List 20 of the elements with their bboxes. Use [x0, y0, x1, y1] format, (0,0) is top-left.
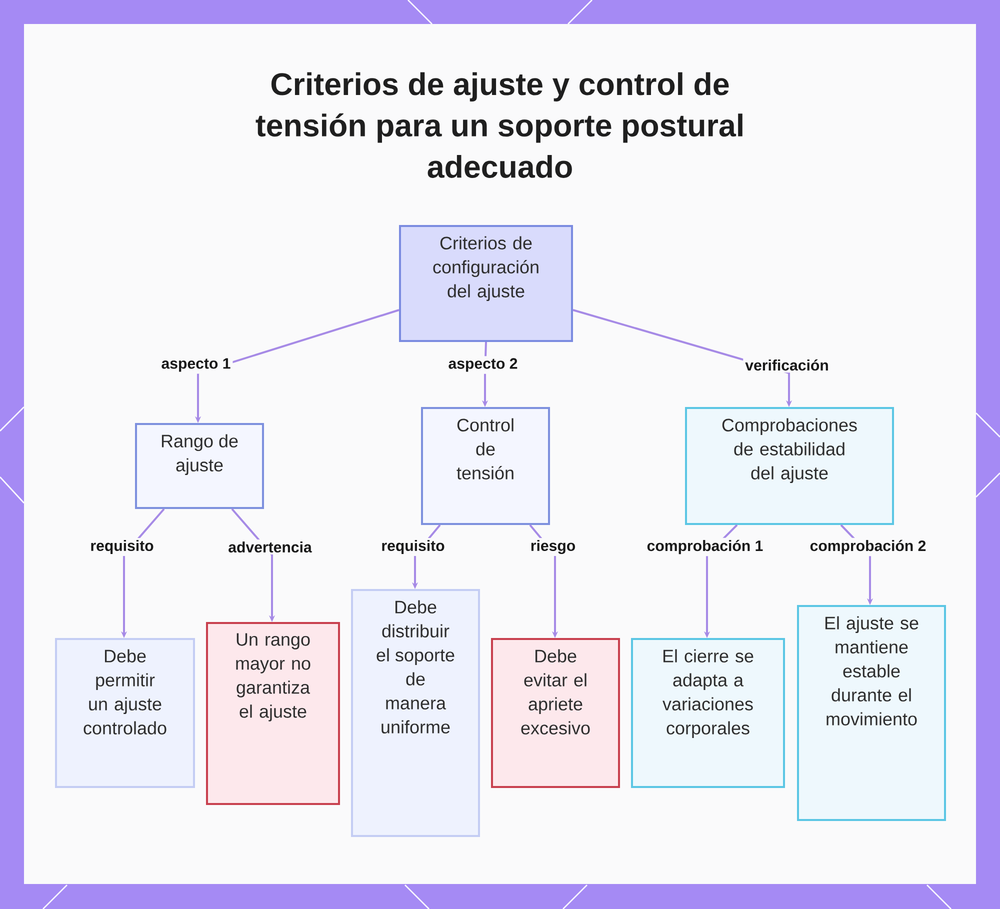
process-box: Rango de ajuste — [135, 423, 264, 509]
edge-label: advertencia — [226, 539, 314, 555]
process-box: Debe distribuir el soporte de manera uniforme — [351, 589, 480, 837]
process-box: Control de tensión — [421, 407, 550, 525]
edge-label: requisito — [88, 538, 156, 556]
edge-label: aspecto 2 — [446, 356, 520, 374]
title: Criterios de ajuste y control de tensión para un soporte postural adecuado — [256, 72, 742, 178]
process-box: El ajuste se mantiene estable durante el movimiento — [797, 605, 946, 821]
process-box: Un rango mayor no garantiza el ajuste — [206, 622, 340, 805]
edge-label: requisito — [379, 538, 447, 556]
edge-label: comprobación 2 — [808, 538, 928, 556]
process-box: Criterios de configuración del ajuste — [399, 225, 573, 342]
process-box: Debe evitar el apriete excesivo — [491, 638, 620, 788]
process-box: El cierre se adapta a variaciones corporales — [631, 638, 785, 788]
edge-label: comprobación 1 — [644, 538, 766, 556]
process-box: Comprobaciones de estabilidad del ajuste — [685, 407, 894, 525]
edge-label: riesgo — [528, 538, 578, 556]
process-box: Debe permitir un ajuste controlado — [55, 638, 195, 788]
edge-label: aspecto 1 — [159, 356, 233, 374]
edge-label: verificación — [743, 357, 831, 373]
